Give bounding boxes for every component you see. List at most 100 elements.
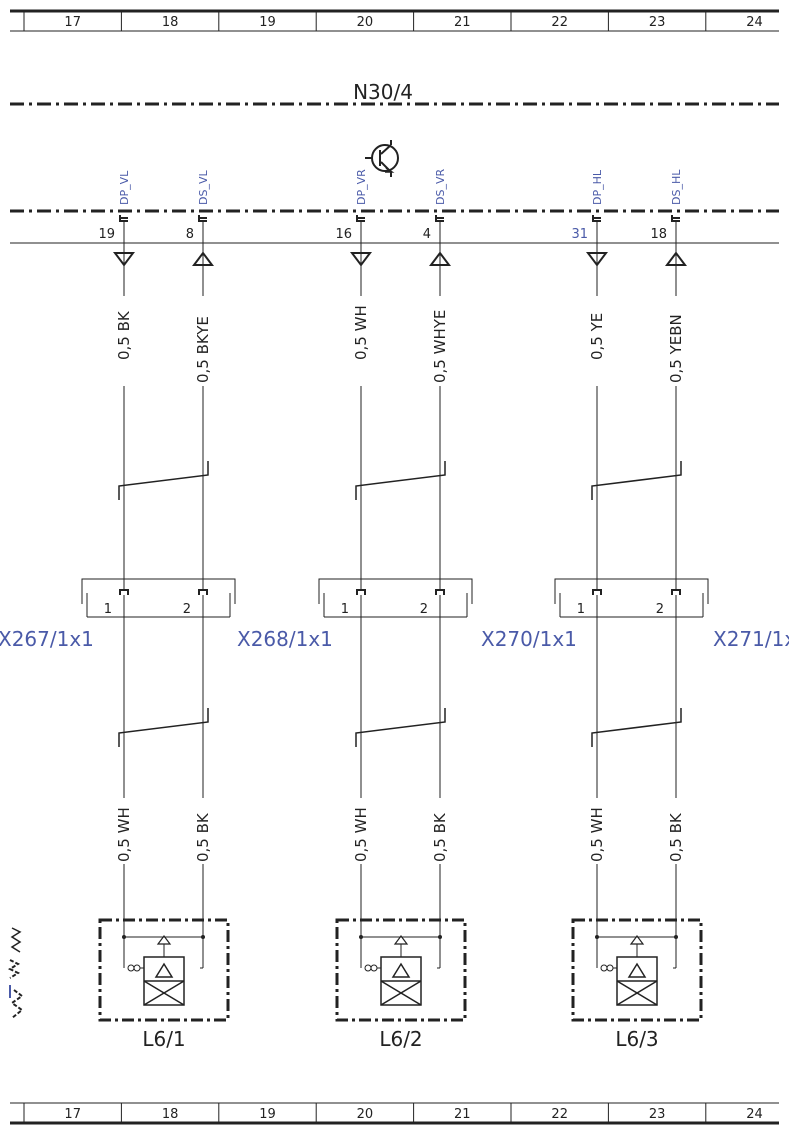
pin-signal-label: DS_VL	[197, 170, 210, 205]
grid-column-label: 22	[551, 1107, 568, 1122]
wire-label-text: 0,5 WH	[115, 807, 133, 862]
grid-column-label: 21	[454, 1107, 471, 1122]
pin-terminal	[592, 215, 601, 222]
sensor-component: L6/1	[98, 918, 230, 1051]
pin-terminal	[356, 215, 365, 222]
twisted-pair-mark	[118, 461, 209, 500]
pin-terminal	[671, 215, 680, 222]
connector-housing	[81, 578, 236, 604]
wire-label-gap	[116, 798, 132, 864]
coil-loop	[600, 964, 608, 972]
pin-terminal	[435, 215, 444, 222]
sensor-cross	[380, 980, 422, 1006]
wire-label-gap	[353, 798, 369, 864]
wire-label-text: 0,5 BK	[194, 812, 212, 862]
wire-label-text: 0,5 WH	[352, 305, 370, 360]
grid-column-label: 19	[259, 15, 276, 30]
wire-label-text: 0,5 BKYE	[194, 316, 212, 383]
wire-label-text: 0,5 YEBN	[667, 314, 685, 383]
pin-signal-label: DP_VR	[355, 169, 368, 205]
signal-up-arrow-icon	[192, 251, 214, 266]
component-boundary	[335, 918, 467, 1022]
wire-label-text: 0,5 BK	[115, 310, 133, 360]
connector-pin-number: 2	[420, 602, 428, 617]
pin-signal-label: DP_VL	[118, 170, 131, 205]
signal-down-arrow-icon	[350, 252, 372, 267]
connector-pin	[119, 589, 129, 595]
wire-label-text: 0,5 YE	[588, 313, 606, 360]
sensor-triangle	[627, 962, 647, 978]
sensor-triangle	[391, 962, 411, 978]
component-label: L6/3	[615, 1027, 658, 1051]
connector-pin	[435, 589, 445, 595]
coil-loop	[606, 964, 614, 972]
grid-column-label: 18	[162, 1107, 179, 1122]
wire-label-gap	[589, 798, 605, 864]
grid-column-label: 17	[64, 15, 81, 30]
connector-label: X267/1x1	[0, 627, 94, 651]
wire-label-gap	[353, 296, 369, 386]
pin-number: 18	[650, 227, 667, 242]
connector-pin	[356, 589, 366, 595]
grid-column-label: 18	[162, 15, 179, 30]
pin-number: 31	[571, 227, 588, 242]
pin-signal-label: DP_HL	[591, 169, 604, 205]
wire-label-text: 0,5 BK	[431, 812, 449, 862]
pin-number: 8	[186, 227, 194, 242]
signal-up-arrow-icon	[429, 251, 451, 266]
grid-column-label: 23	[649, 15, 666, 30]
component-boundary	[571, 918, 703, 1022]
sensor-component: L6/3	[571, 918, 703, 1051]
sensor-cross	[143, 980, 185, 1006]
transistor-icon	[365, 140, 399, 177]
twisted-pair-mark	[355, 708, 446, 747]
grid-column-label: 24	[746, 1107, 763, 1122]
coil-loop	[133, 964, 141, 972]
sensor-cross	[616, 980, 658, 1006]
coil-loop	[127, 964, 135, 972]
pin-terminal	[119, 215, 128, 222]
module-boundary	[10, 102, 779, 244]
resistor-zigzag-icon	[7, 927, 24, 1019]
twisted-pair-mark	[591, 708, 682, 747]
component-boundary	[98, 918, 230, 1022]
signal-down-arrow-icon	[113, 252, 135, 267]
connector-pin-number: 2	[656, 602, 664, 617]
connector-pin	[198, 589, 208, 595]
pin-number: 19	[98, 227, 115, 242]
grid-column-label: 20	[357, 1107, 374, 1122]
wire-label-gap	[195, 798, 211, 864]
pin-signal-label: DS_HL	[670, 169, 683, 205]
connector-label: X268/1x1	[237, 627, 333, 651]
connector-pin	[671, 589, 681, 595]
twisted-pair-mark	[118, 708, 209, 747]
connector-pin-number: 1	[577, 602, 585, 617]
signal-up-arrow-icon	[665, 251, 687, 266]
grid-column-label: 19	[259, 1107, 276, 1122]
wire-label-gap	[668, 296, 684, 386]
wire-label-gap	[116, 296, 132, 386]
grid-column-label: 21	[454, 15, 471, 30]
pin-number: 4	[423, 227, 431, 242]
wire-label-text: 0,5 BK	[667, 812, 685, 862]
component-label: L6/1	[142, 1027, 185, 1051]
connector-label: X270/1x1	[481, 627, 577, 651]
grid-column-label: 23	[649, 1107, 666, 1122]
connector-housing	[318, 578, 473, 604]
grid-column-label: 20	[357, 15, 374, 30]
signal-down-arrow-icon	[586, 252, 608, 267]
twisted-pair-mark	[355, 461, 446, 500]
connector-label: X271/1x1	[713, 627, 789, 651]
connector-pin-number: 1	[104, 602, 112, 617]
pin-signal-label: DS_VR	[434, 169, 447, 205]
component-label: L6/2	[379, 1027, 422, 1051]
connector-pin-number: 2	[183, 602, 191, 617]
wire-label-gap	[589, 296, 605, 386]
connector-pin-number: 1	[341, 602, 349, 617]
wire-label-text: 0,5 WH	[352, 807, 370, 862]
coil-loop	[364, 964, 372, 972]
wire-label-gap	[432, 296, 448, 386]
